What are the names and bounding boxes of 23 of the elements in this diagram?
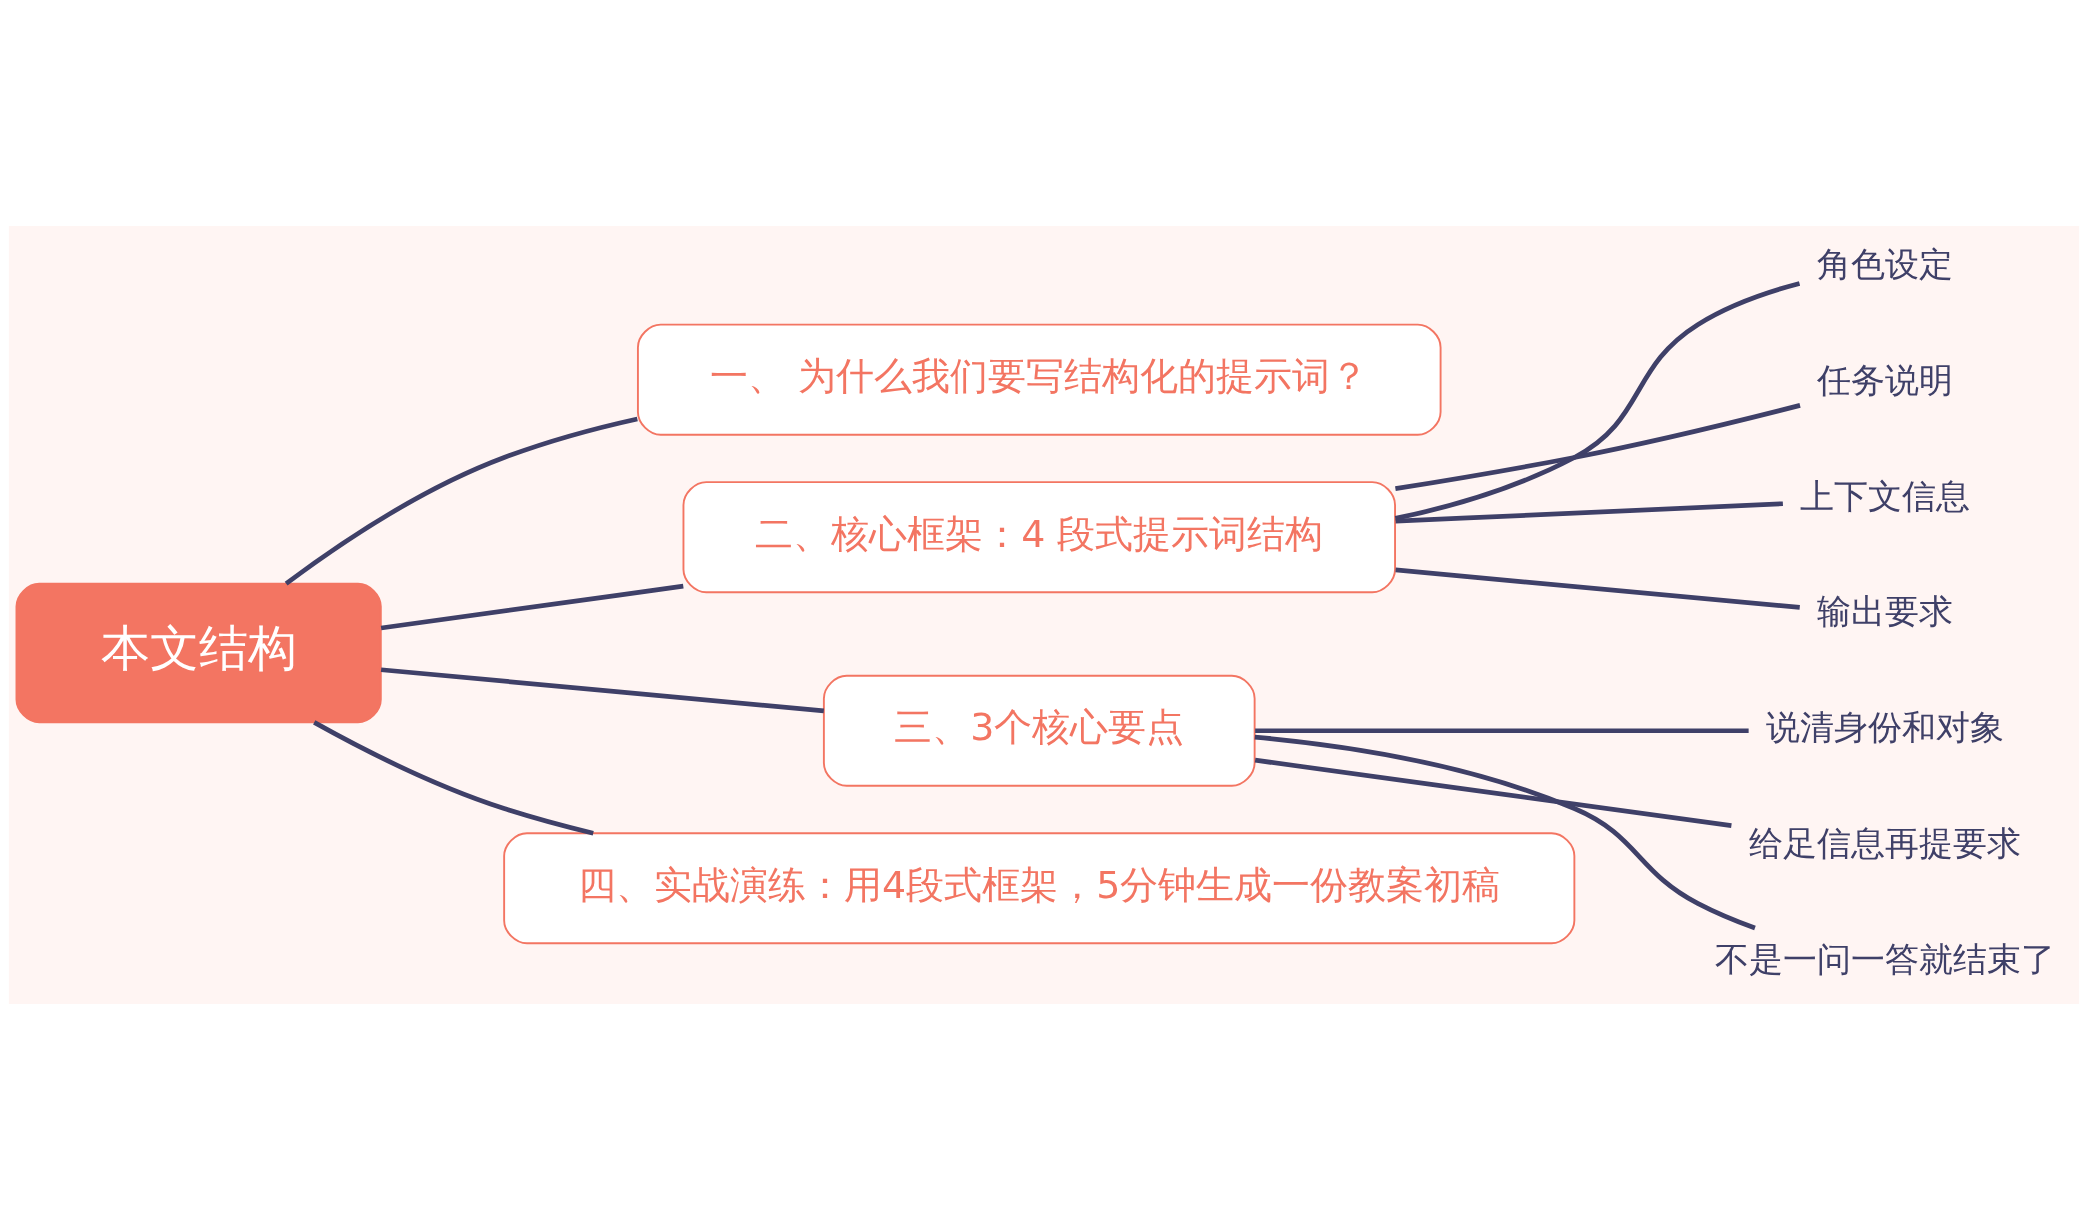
connector	[284, 416, 638, 586]
node-text: 上下文信息	[1799, 475, 1970, 516]
node-box: 二、核心框架：4 段式提示词结构	[682, 481, 1396, 594]
connector	[1254, 757, 1732, 829]
node-text: 给足信息再提要求	[1748, 822, 2021, 863]
connector	[1395, 403, 1801, 492]
node-text: 角色设定	[1816, 244, 1953, 285]
connector	[380, 667, 825, 714]
node-box: 四、实战演练：用4段式框架，5分钟生成一份教案初稿	[503, 832, 1576, 945]
connector	[313, 720, 594, 836]
node-text: 输出要求	[1816, 591, 1953, 632]
connector	[1395, 567, 1800, 610]
connector	[380, 583, 684, 631]
connector	[1395, 501, 1783, 524]
connector	[1394, 281, 1801, 521]
connector	[1255, 728, 1749, 734]
node-text: 任务说明	[1816, 359, 1953, 400]
node-text: 说清身份和对象	[1765, 707, 2004, 748]
node-box: 一、 为什么我们要写结构化的提示词？	[636, 323, 1442, 436]
node-text: 不是一问一答就结束了	[1714, 938, 2055, 979]
connector	[1254, 734, 1756, 931]
node-box: 本文结构	[15, 582, 382, 724]
node-box: 三、3个核心要点	[822, 674, 1256, 787]
